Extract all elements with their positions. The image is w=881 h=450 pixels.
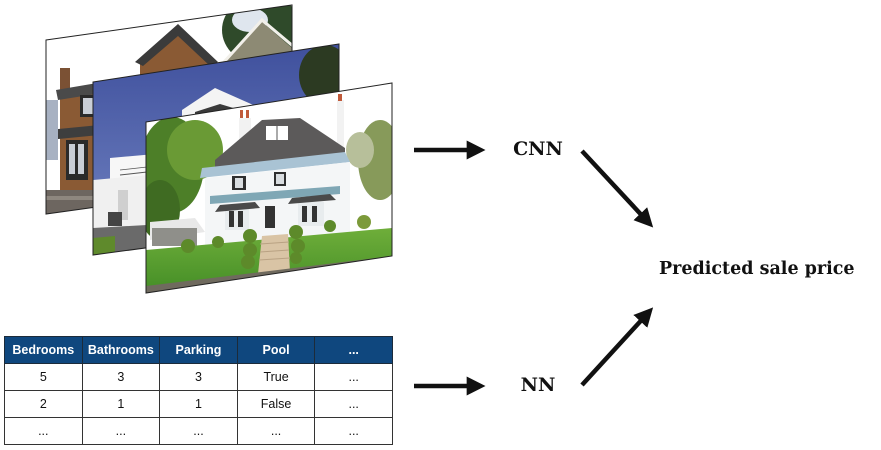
table-cell: False [236,390,316,418]
table-header-parking: Parking [159,336,238,364]
table-cell: ... [236,417,316,445]
table-cell: 2 [4,390,83,418]
table-cell: 1 [81,390,161,418]
table-header-more: ... [314,336,393,364]
arrow-nn-to-output [580,307,654,387]
table-cell: 3 [81,363,161,391]
table-header-pool: Pool [236,336,316,364]
house-photo-front-frame [145,82,393,294]
table-cell: ... [4,417,83,445]
arrow-cnn-to-output [580,149,654,228]
table-row: ... ... ... ... ... [4,417,393,445]
table-header-bathrooms: Bathrooms [81,336,161,364]
cnn-label: CNN [513,138,563,160]
table-row: 5 3 3 True ... [4,363,393,391]
table-header-bedrooms: Bedrooms [4,336,83,364]
table-cell: ... [314,390,393,418]
table-cell: ... [159,417,238,445]
table-cell: 5 [4,363,83,391]
table-row: 2 1 1 False ... [4,390,393,418]
table-cell: ... [81,417,161,445]
table-cell: ... [314,363,393,391]
table-cell: 3 [159,363,238,391]
table-cell: ... [314,417,393,445]
predicted-sale-price-label: Predicted sale price [659,259,855,279]
table-header-row: Bedrooms Bathrooms Parking Pool ... [4,336,393,364]
table-cell: True [236,363,316,391]
table-cell: 1 [159,390,238,418]
nn-label: NN [521,374,556,396]
house-features-table: Bedrooms Bathrooms Parking Pool ... 5 3 … [4,336,393,445]
